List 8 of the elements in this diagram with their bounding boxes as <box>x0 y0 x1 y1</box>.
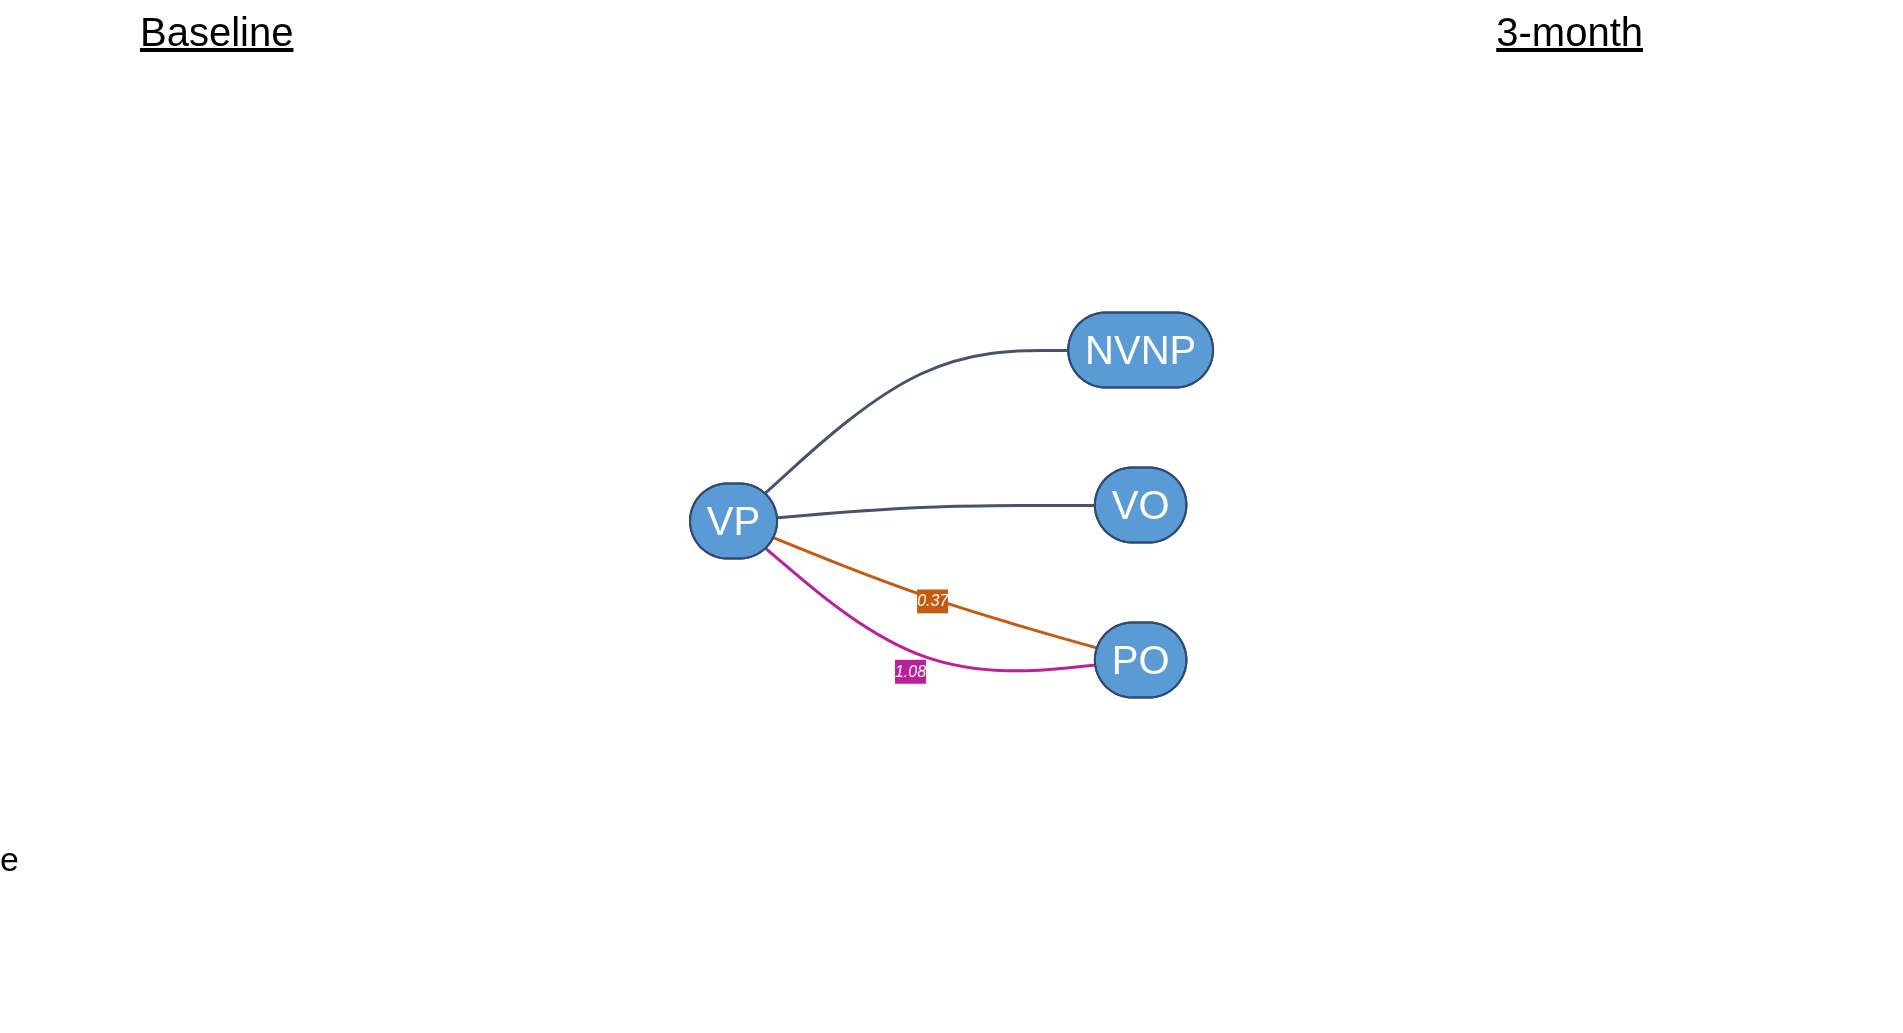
text-fragment: e <box>0 840 19 878</box>
connector <box>773 536 1098 650</box>
edge-label: 0.37 <box>917 592 949 610</box>
edge-label: 1.08 <box>894 662 927 680</box>
connector <box>763 348 1069 495</box>
connector <box>764 547 1096 673</box>
column-heading: 3-month <box>1496 10 1643 55</box>
column-heading: Baseline <box>140 10 294 55</box>
